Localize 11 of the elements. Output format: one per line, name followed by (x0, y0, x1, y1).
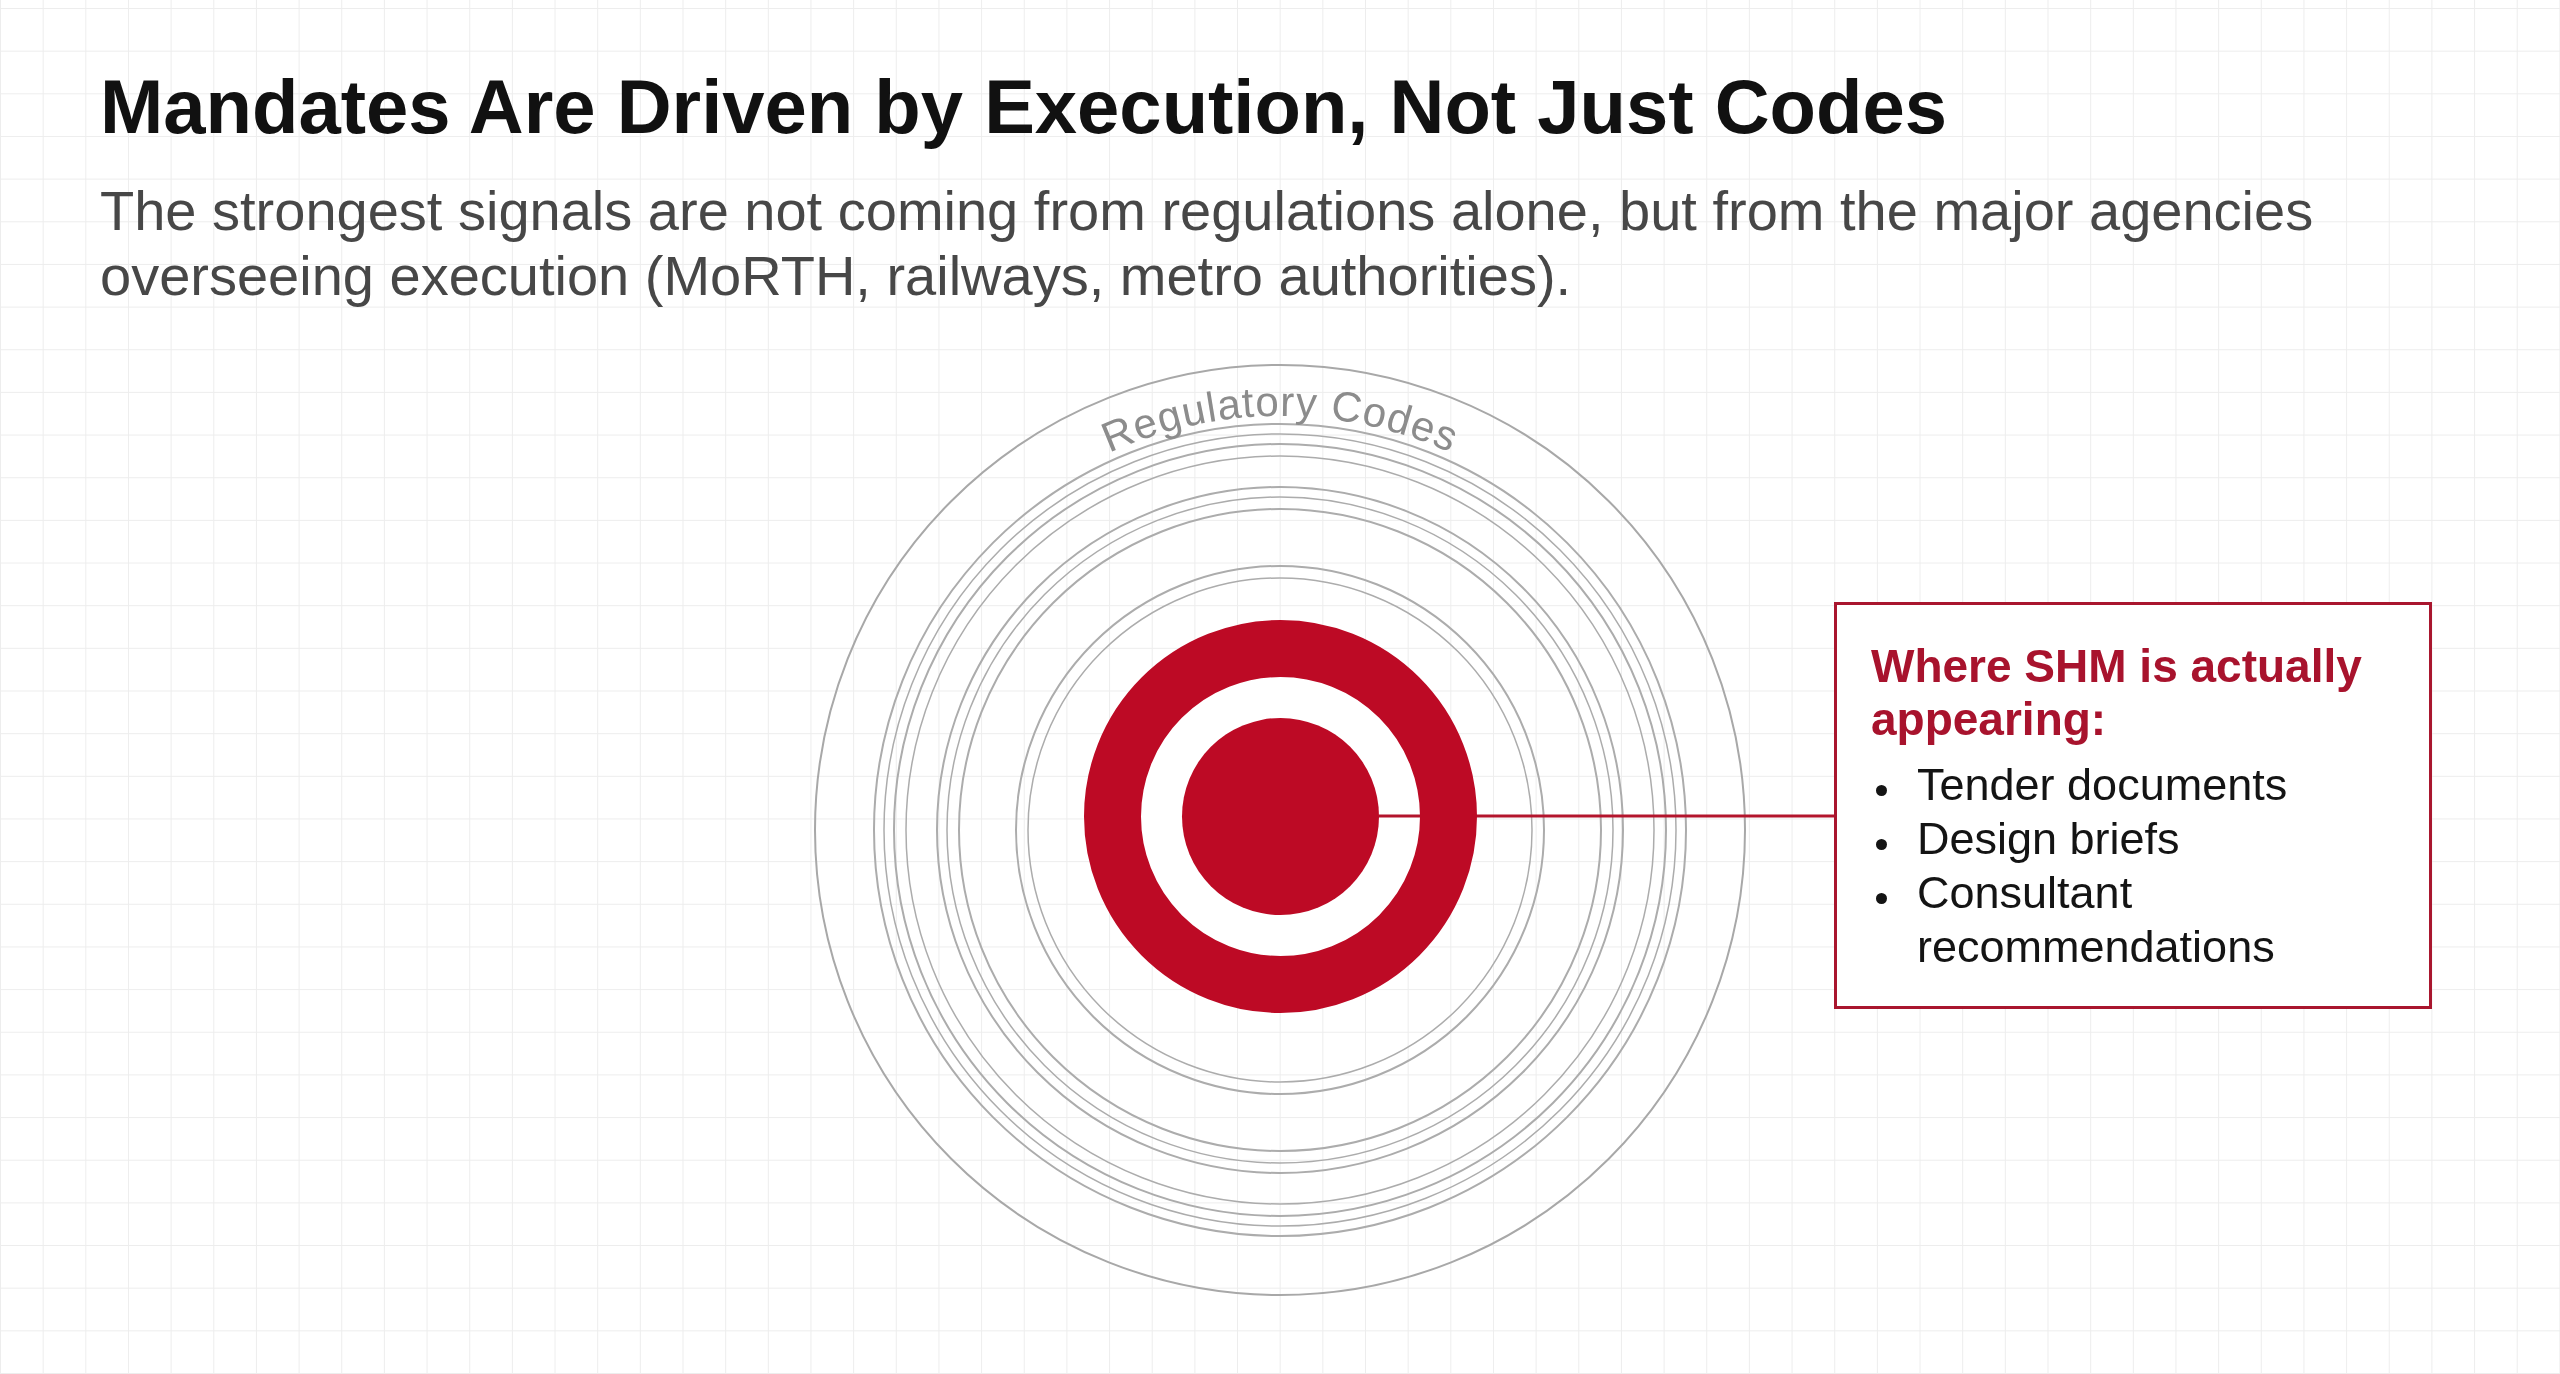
callout-heading: Where SHM is actually appearing: (1871, 640, 2363, 746)
page-title: Mandates Are Driven by Execution, Not Just Codes (100, 63, 1947, 151)
list-item: Consultant recommendations (1917, 866, 2276, 974)
target-ring (1083, 619, 1477, 1013)
ring-label: Regulatory Codes (1094, 377, 1466, 462)
list-item: Tender documents (1917, 758, 2288, 812)
leader-line (1378, 814, 1834, 818)
callout-box (1834, 602, 2432, 1009)
list-item: Design briefs (1917, 812, 2180, 866)
subtitle-text: The strongest signals are not coming from regulations alone, but from the major agencies overseeing execution (MoRTH, railways, metro authorities). (100, 178, 2315, 308)
outer-ring (814, 364, 1746, 1296)
